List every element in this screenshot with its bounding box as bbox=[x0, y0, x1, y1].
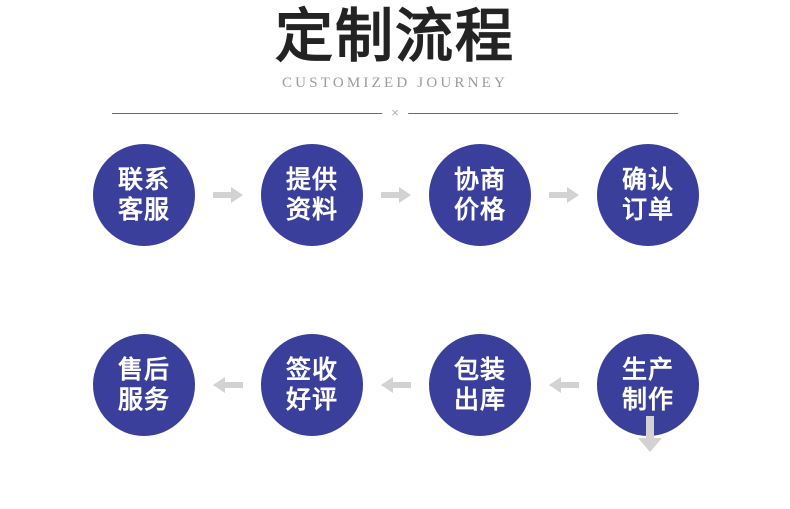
flow-node-label-line1: 协商 bbox=[453, 165, 506, 194]
arrow-right-icon-3 bbox=[531, 187, 597, 203]
flow-row-bottom: 售后 服务 签收 好评 包装 出库 生产 制作 bbox=[0, 330, 790, 440]
flow-node-label-line2: 服务 bbox=[117, 385, 170, 414]
flow-node-label-line1: 提供 bbox=[285, 165, 338, 194]
flow-node-contact-service[interactable]: 联系 客服 bbox=[93, 144, 195, 246]
flow-node-label-line1: 售后 bbox=[117, 355, 170, 384]
flow-node-label-line2: 出库 bbox=[453, 385, 506, 414]
flow-node-negotiate-price[interactable]: 协商 价格 bbox=[429, 144, 531, 246]
page-header: 定制流程 CUSTOMIZED JOURNEY × bbox=[0, 0, 790, 120]
flow-node-provide-materials[interactable]: 提供 资料 bbox=[261, 144, 363, 246]
flow-node-label-line1: 确认 bbox=[621, 165, 674, 194]
flow-node-label-line1: 签收 bbox=[285, 355, 338, 384]
flow-node-label-line2: 制作 bbox=[621, 385, 674, 414]
flow-node-packaging-shipping[interactable]: 包装 出库 bbox=[429, 334, 531, 436]
page-subtitle: CUSTOMIZED JOURNEY bbox=[281, 75, 509, 91]
flow-node-after-sales-service[interactable]: 售后 服务 bbox=[93, 334, 195, 436]
divider-cross-icon: × bbox=[382, 106, 408, 120]
flow-node-production[interactable]: 生产 制作 bbox=[597, 334, 699, 436]
flow-node-label-line1: 包装 bbox=[453, 355, 506, 384]
flow-node-label-line2: 好评 bbox=[285, 385, 338, 414]
flow-node-label-line2: 客服 bbox=[117, 195, 170, 224]
flow-node-label-line2: 价格 bbox=[453, 195, 506, 224]
process-flow: 联系 客服 提供 资料 协商 价格 确认 订单 bbox=[0, 140, 790, 452]
divider: × bbox=[112, 106, 678, 120]
arrow-right-icon-2 bbox=[363, 187, 429, 203]
flow-node-label-line2: 订单 bbox=[621, 195, 674, 224]
arrow-right-icon-1 bbox=[195, 187, 261, 203]
flow-node-confirm-order[interactable]: 确认 订单 bbox=[597, 144, 699, 246]
arrow-left-icon-3 bbox=[531, 377, 597, 393]
arrow-left-icon-1 bbox=[195, 377, 261, 393]
flow-row-top: 联系 客服 提供 资料 协商 价格 确认 订单 bbox=[0, 140, 790, 250]
flow-node-sign-and-review[interactable]: 签收 好评 bbox=[261, 334, 363, 436]
arrow-left-icon-2 bbox=[363, 377, 429, 393]
flow-node-label-line1: 生产 bbox=[621, 355, 674, 384]
page-title: 定制流程 bbox=[274, 2, 515, 70]
flow-node-label-line2: 资料 bbox=[285, 195, 338, 224]
flow-node-label-line1: 联系 bbox=[117, 165, 170, 194]
